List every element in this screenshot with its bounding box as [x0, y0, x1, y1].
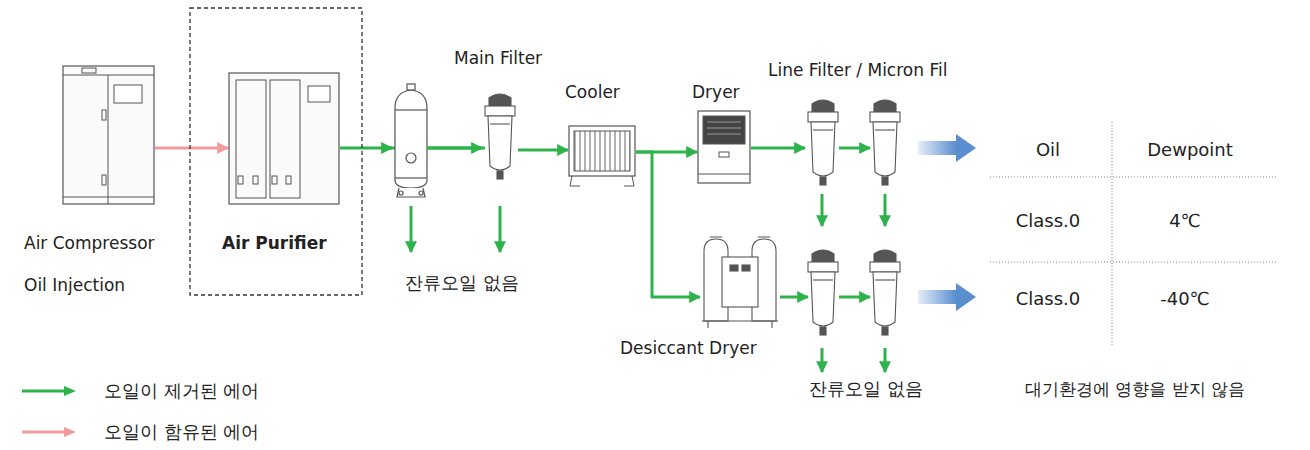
air-flow-arrow — [751, 147, 805, 150]
table-cell: Dewpoint — [1147, 139, 1233, 161]
equipment-label: Oil Injection — [24, 275, 125, 295]
equipment-node: Cooler — [568, 125, 636, 187]
table-cell: -40℃ — [1160, 288, 1210, 310]
equipment-label: Desiccant Dryer — [620, 338, 757, 358]
legend-swatch — [20, 425, 80, 439]
receiver-tank — [388, 84, 485, 197]
note-label: 잔류오일 없음 — [405, 272, 519, 294]
drain-arrows — [411, 148, 885, 372]
equipment-node: Desiccant Dryer — [700, 235, 780, 330]
legend-swatch — [20, 384, 80, 398]
legend-text: 오일이 제거된 에어 — [104, 380, 259, 402]
equipment-drawing — [805, 98, 903, 190]
output-arrows — [918, 134, 976, 311]
equipment-drawing — [697, 110, 751, 184]
table-grid — [990, 122, 1278, 345]
equipment-label: Cooler — [565, 82, 620, 102]
equipment-node: Dryer — [697, 110, 751, 184]
air-flow-arrow — [636, 152, 700, 297]
purifier-frame — [190, 8, 362, 295]
air-flow-arrow — [518, 149, 568, 152]
table-cell: Class.0 — [1016, 288, 1081, 310]
equipment-label: Dryer — [692, 82, 740, 102]
equipment-node: Main Filter — [482, 90, 518, 182]
equipment-node: Air CompressorOil Injection — [62, 65, 155, 205]
equipment-drawing — [482, 90, 518, 182]
equipment-node: Line Filter / Micron Fil — [805, 98, 903, 190]
equipment-node: Air Purifier — [228, 72, 340, 205]
equipment-drawing — [700, 235, 780, 330]
equipment-label: Main Filter — [454, 48, 542, 68]
equipment-label: Air Purifier — [222, 233, 327, 253]
equipment-label: Line Filter / Micron Fil — [768, 60, 947, 80]
table-cell: Class.0 — [1016, 210, 1081, 232]
equipment-drawing — [62, 65, 155, 205]
equipment-label: Air Compressor — [24, 233, 155, 253]
table-cell: 4℃ — [1169, 210, 1201, 232]
note-label: 잔류오일 없음 — [809, 378, 923, 400]
equipment-drawing — [568, 125, 636, 187]
bottom-filters — [808, 250, 900, 335]
table-cell: Oil — [1036, 139, 1060, 161]
air-flow-arrow — [155, 147, 228, 150]
equipment-drawing — [228, 72, 340, 205]
note-label: 대기환경에 영향을 받지 않음 — [1025, 378, 1245, 400]
legend-text: 오일이 함유된 에어 — [104, 421, 259, 443]
